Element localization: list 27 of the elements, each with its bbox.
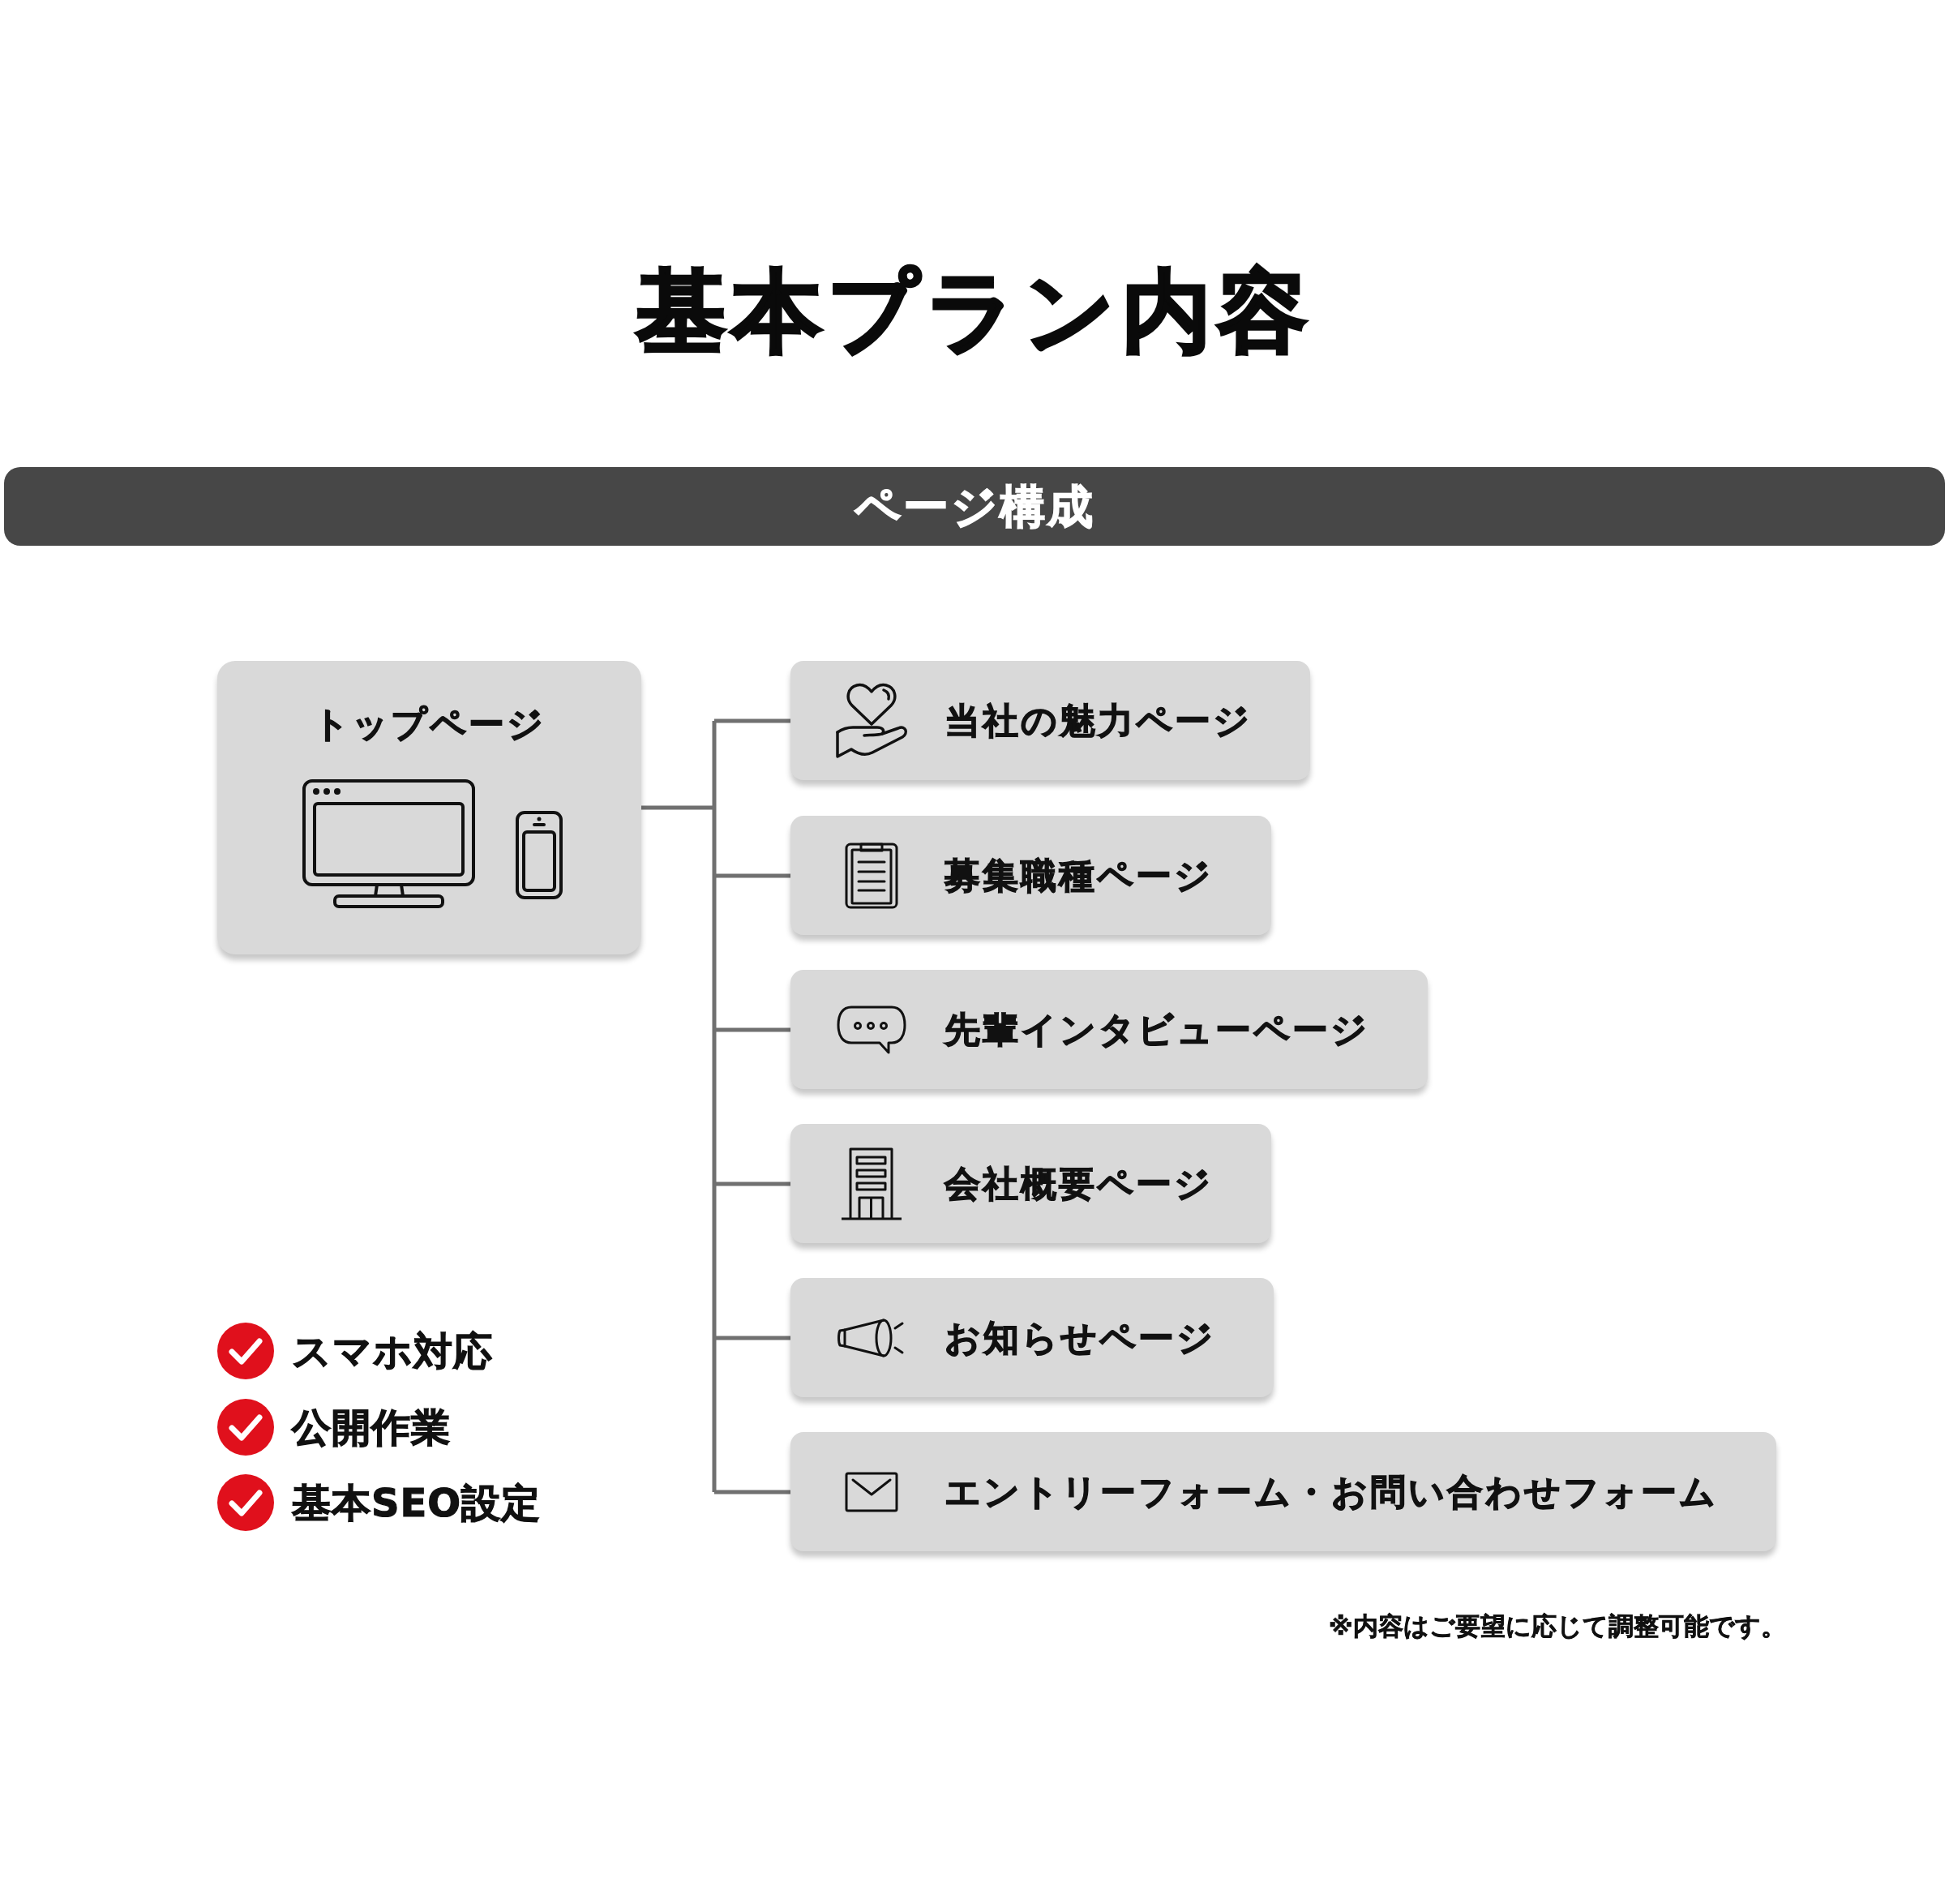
feature-item: 公開作業	[292, 1404, 451, 1452]
page-card	[790, 661, 1310, 780]
page-name: 募集職種ページ	[945, 853, 1213, 898]
section-band	[4, 467, 1945, 546]
connector-line	[714, 1181, 790, 1186]
page-card	[790, 1432, 1776, 1551]
page-name: エントリーフォーム・お問い合わせフォーム	[945, 1469, 1718, 1514]
page-name: お知らせページ	[945, 1315, 1215, 1360]
section-heading: ページ構成	[854, 478, 1095, 534]
feature-item: 基本SEO設定	[292, 1479, 542, 1527]
page-card	[790, 1278, 1274, 1397]
connector-line	[714, 718, 790, 723]
footnote: ※内容はご要望に応じて調整可能です。	[1328, 1610, 1786, 1642]
page-name: 先輩インタビューページ	[945, 1007, 1369, 1052]
connector-line	[714, 1490, 790, 1494]
page-name: 当社の魅力ページ	[945, 698, 1252, 743]
page-name: 会社概要ページ	[945, 1161, 1213, 1206]
feature-item: スマホ対応	[292, 1327, 493, 1375]
connector-line	[714, 873, 790, 878]
page-card	[790, 816, 1271, 935]
page-card	[217, 661, 641, 954]
connector-line	[714, 1027, 790, 1032]
page-card	[790, 970, 1428, 1089]
connector-line	[714, 1336, 790, 1340]
page-title: 基本プラン内容	[636, 259, 1313, 365]
page-name: トップページ	[313, 702, 546, 746]
page-card	[790, 1124, 1271, 1243]
